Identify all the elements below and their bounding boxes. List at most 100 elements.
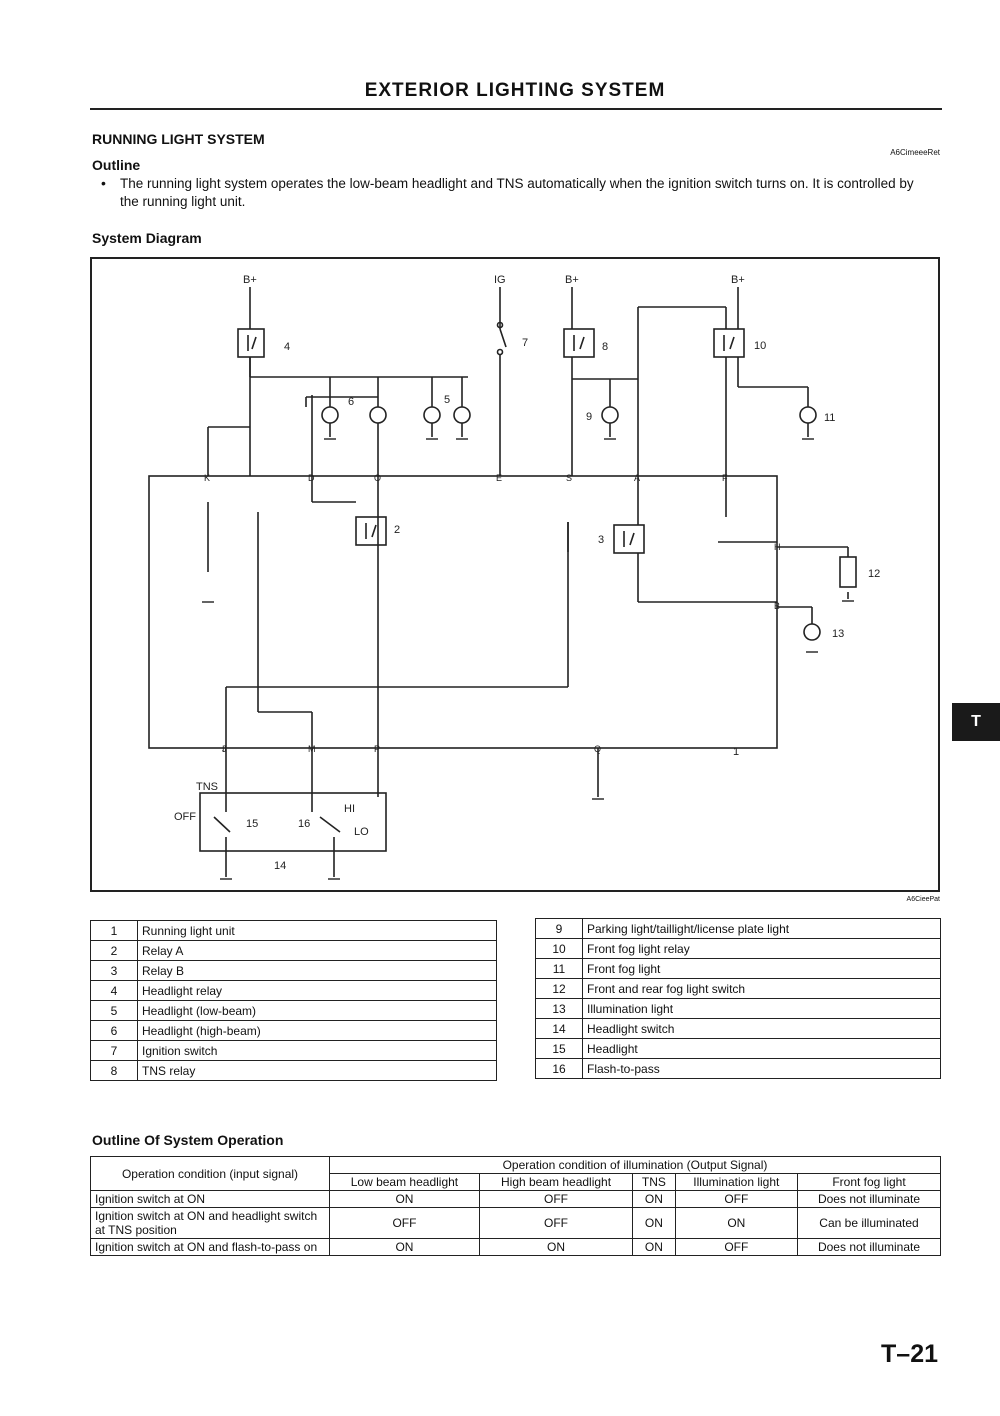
legend-name: Headlight (low-beam) — [137, 1000, 497, 1021]
bullet-marker: • — [101, 175, 106, 191]
outline-heading: Outline — [92, 157, 141, 173]
legend-name: Ignition switch — [137, 1040, 497, 1061]
callout-14: 14 — [274, 860, 286, 872]
column-header: Low beam headlight — [329, 1173, 480, 1191]
legend-name: Front and rear fog light switch — [582, 978, 941, 999]
value-cell: OFF — [478, 1190, 634, 1208]
legend-number: 4 — [90, 980, 138, 1001]
table-row: Ignition switch at ON ON OFF ON OFF Does… — [90, 1190, 941, 1208]
terminal-label: H — [774, 542, 781, 552]
callout-3: 3 — [598, 534, 604, 546]
legend-name: Front fog light — [582, 958, 941, 979]
legend-number: 14 — [535, 1018, 583, 1039]
table-row: Ignition switch at ON and headlight swit… — [90, 1207, 941, 1239]
value-cell: ON — [632, 1190, 676, 1208]
callout-5: 5 — [444, 394, 450, 406]
terminal-label: B — [774, 601, 780, 611]
operation-heading: Outline Of System Operation — [92, 1132, 284, 1148]
value-cell: ON — [674, 1207, 799, 1239]
condition-cell: Ignition switch at ON — [90, 1190, 330, 1208]
headlight-relay-symbol — [237, 328, 265, 358]
legend-name: Headlight (high-beam) — [137, 1020, 497, 1041]
legend-number: 7 — [90, 1040, 138, 1061]
legend-name: Front fog light relay — [582, 938, 941, 959]
ignition-switch-contact — [496, 321, 504, 329]
terminal-label: D — [308, 473, 315, 483]
value-cell: OFF — [329, 1207, 480, 1239]
legend-number: 11 — [535, 958, 583, 979]
callout-6: 6 — [348, 396, 354, 408]
figure-code: A6Ci​eePat — [906, 896, 940, 903]
column-header: Front fog light — [797, 1173, 941, 1191]
table-row: Ignition switch at ON and flash-to-pass … — [90, 1238, 941, 1256]
terminal-label: K — [204, 473, 210, 483]
headlight-switch-outline — [199, 792, 387, 852]
callout-10: 10 — [754, 340, 766, 352]
callout-1: 1 — [733, 746, 739, 758]
document-code: A6Ci​meeeRet — [890, 148, 940, 157]
column-header: TNS — [632, 1173, 676, 1191]
column-header: Illumination light — [674, 1173, 799, 1191]
callout-13: 13 — [832, 628, 844, 640]
callout-9: 9 — [586, 411, 592, 423]
system-diagram-heading: System Diagram — [92, 230, 202, 246]
legend-name: Relay A — [137, 940, 497, 961]
terminal-label: O — [374, 473, 381, 483]
condition-cell: Ignition switch at ON and flash-to-pass … — [90, 1238, 330, 1256]
switch-label-tns: TNS — [196, 781, 218, 793]
output-header: Operation condition of illumination (Out… — [329, 1156, 941, 1174]
legend-number: 5 — [90, 1000, 138, 1021]
callout-11: 11 — [824, 412, 835, 424]
terminal-label: Q — [594, 744, 601, 754]
condition-cell: Ignition switch at ON and headlight swit… — [90, 1207, 330, 1239]
value-cell: ON — [329, 1238, 480, 1256]
value-cell: OFF — [674, 1190, 799, 1208]
tns-relay-symbol — [563, 328, 595, 358]
legend-number: 16 — [535, 1058, 583, 1079]
ground-symbols — [202, 438, 854, 880]
switch-label-lo: LO — [354, 826, 369, 838]
value-cell: ON — [329, 1190, 480, 1208]
running-light-unit-outline — [148, 475, 778, 749]
terminal-label: A — [634, 473, 640, 483]
value-cell: Does not illuminate — [797, 1190, 941, 1208]
value-cell: ON — [632, 1207, 676, 1239]
callout-2: 2 — [394, 524, 400, 536]
legend-number: 15 — [535, 1038, 583, 1059]
switch-label-off: OFF — [174, 811, 196, 823]
value-cell: Can be illuminated — [797, 1207, 941, 1239]
legend-name: Illumination light — [582, 998, 941, 1019]
supply-label: B+ — [565, 274, 579, 286]
page-header-title: EXTERIOR LIGHTING SYSTEM — [364, 80, 666, 101]
legend-number: 9 — [535, 918, 583, 939]
terminal-label: I — [222, 744, 225, 754]
callout-4: 4 — [284, 341, 290, 353]
terminal-label: P — [374, 744, 380, 754]
section-side-tab[interactable]: T — [952, 703, 1000, 741]
terminal-label: F — [722, 473, 728, 483]
legend-name: TNS relay — [137, 1060, 497, 1081]
fog-relay-symbol — [713, 328, 745, 358]
legend-name: Headlight relay — [137, 980, 497, 1001]
terminal-label: E — [496, 473, 502, 483]
legend-name: Headlight — [582, 1038, 941, 1059]
system-diagram: B+ IG B+ B+ 1 2 3 4 5 6 7 8 9 10 11 12 1… — [148, 274, 880, 880]
callout-15: 15 — [246, 818, 258, 830]
value-cell: OFF — [674, 1238, 799, 1256]
supply-label: IG — [494, 274, 506, 286]
